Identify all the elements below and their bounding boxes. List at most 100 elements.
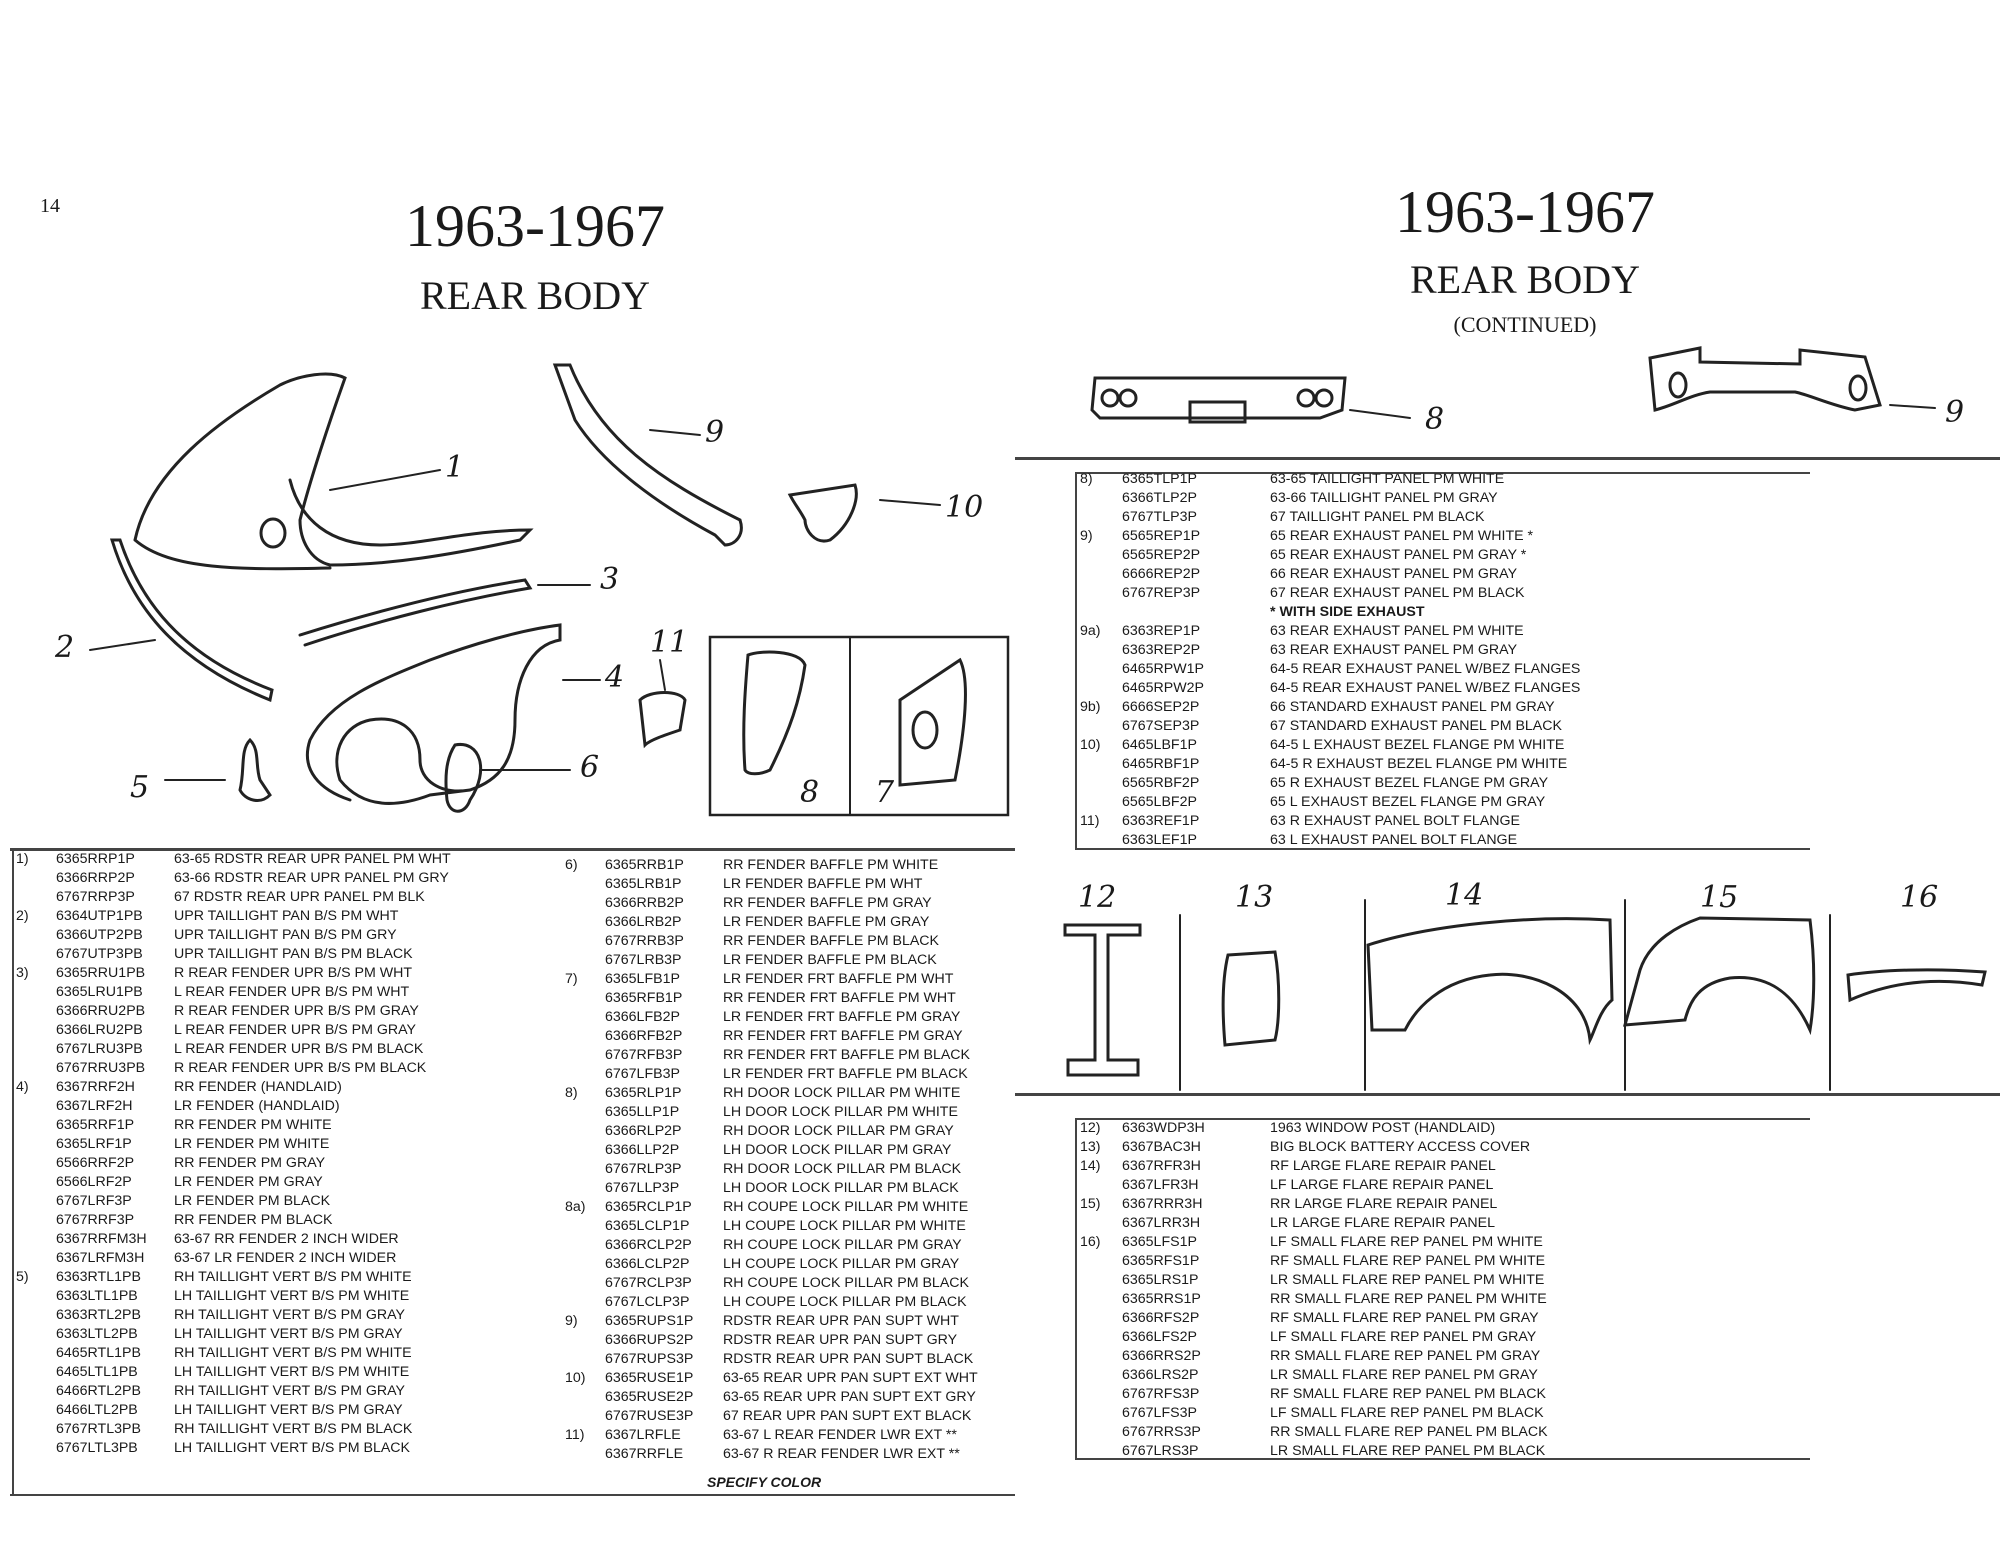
right-list2-box-bottom bbox=[1075, 1458, 1810, 1460]
part-description: LR SMALL FLARE REP PANEL PM WHITE bbox=[1270, 1272, 1545, 1288]
part-number: 6366RRU2PB bbox=[56, 1003, 146, 1019]
battery-cover-drawing bbox=[1221, 950, 1281, 1047]
part-description: L REAR FENDER UPR B/S PM GRAY bbox=[174, 1022, 417, 1038]
part-description: 67 REAR UPR PAN SUPT EXT BLACK bbox=[723, 1408, 972, 1424]
callout-1: 1 bbox=[445, 450, 465, 485]
callout-13: 13 bbox=[1235, 880, 1274, 915]
part-number: 6767RRS3P bbox=[1122, 1424, 1201, 1440]
part-number: 6367LRR3H bbox=[1122, 1215, 1201, 1231]
part-number: 6767LLP3P bbox=[605, 1180, 680, 1196]
item-number: 2) bbox=[16, 908, 29, 924]
part-number: 6767LFS3P bbox=[1122, 1405, 1197, 1421]
part-description: 63-65 RDSTR REAR UPR PANEL PM WHT bbox=[174, 851, 451, 867]
part-description: 65 R EXHAUST BEZEL FLANGE PM GRAY bbox=[1270, 775, 1549, 791]
item-number bbox=[16, 1230, 56, 1249]
leader-line-2 bbox=[89, 639, 156, 651]
item-number: 9b) bbox=[1080, 699, 1101, 715]
part-number: 6767LRB3P bbox=[605, 952, 682, 968]
plate-recess-drawing bbox=[1188, 400, 1247, 424]
part-number: 6366RFB2P bbox=[605, 1028, 683, 1044]
left-page-title: 1963-1967 bbox=[405, 193, 665, 259]
item-number: 10) bbox=[565, 1370, 586, 1386]
part-description: LH TAILLIGHT VERT B/S PM BLACK bbox=[174, 1440, 411, 1456]
part-number: 6767LRF3P bbox=[56, 1193, 132, 1209]
right-list1-top-rule bbox=[1015, 457, 2000, 460]
small-flare-drawing bbox=[1846, 968, 1987, 1003]
part-number: 6365LRU1PB bbox=[56, 984, 143, 1000]
item-number bbox=[16, 1249, 56, 1268]
item-number bbox=[1080, 1176, 1122, 1195]
part-number: 6465LTL1PB bbox=[56, 1364, 138, 1380]
part-description: RR FENDER BAFFLE PM BLACK bbox=[723, 933, 940, 949]
part-number: 6767LFB3P bbox=[605, 1066, 680, 1082]
callout-5: 5 bbox=[130, 770, 150, 805]
part-description: RR SMALL FLARE REP PANEL PM GRAY bbox=[1270, 1348, 1541, 1364]
part-number: 6365RRB1P bbox=[605, 857, 684, 873]
part-number: 6366LRU2PB bbox=[56, 1022, 143, 1038]
item-number bbox=[565, 1122, 605, 1141]
part-description: LR FENDER PM GRAY bbox=[174, 1174, 323, 1190]
part-description: RF SMALL FLARE REP PANEL PM GRAY bbox=[1270, 1310, 1539, 1326]
part-description: RR FENDER (HANDLAID) bbox=[174, 1079, 342, 1095]
part-description: 1963 WINDOW POST (HANDLAID) bbox=[1270, 1120, 1496, 1136]
part-description: R REAR FENDER UPR B/S PM GRAY bbox=[174, 1003, 419, 1019]
part-description: LR SMALL FLARE REP PANEL PM GRAY bbox=[1270, 1367, 1538, 1383]
part-description: RR FENDER BAFFLE PM GRAY bbox=[723, 895, 932, 911]
part-description: LR LARGE FLARE REPAIR PANEL bbox=[1270, 1215, 1495, 1231]
item-number bbox=[1080, 1442, 1122, 1461]
item-number bbox=[16, 1192, 56, 1211]
part-number: 6366RUPS2P bbox=[605, 1332, 694, 1348]
item-number: 7) bbox=[565, 971, 578, 987]
part-number: 6767TLP3P bbox=[1122, 509, 1197, 525]
part-number: 6365RRP1P bbox=[56, 851, 135, 867]
part-number: 6365LFS1P bbox=[1122, 1234, 1197, 1250]
item-number bbox=[16, 1154, 56, 1173]
item-number bbox=[565, 1445, 605, 1464]
left-page-subtitle: REAR BODY bbox=[419, 273, 651, 318]
part-description: L REAR FENDER UPR B/S PM WHT bbox=[174, 984, 410, 1000]
part-description: RH DOOR LOCK PILLAR PM BLACK bbox=[723, 1161, 962, 1177]
part-row: 6366LRU2PB L REAR FENDER UPR B/S PM GRAY bbox=[16, 1021, 451, 1040]
part-number: 6363REP2P bbox=[1122, 642, 1201, 658]
part-description: LR FENDER (HANDLAID) bbox=[174, 1098, 340, 1114]
part-description: 63 REAR EXHAUST PANEL PM WHITE bbox=[1270, 623, 1524, 639]
part-description: LH DOOR LOCK PILLAR PM BLACK bbox=[723, 1180, 959, 1196]
part-description: LH COUPE LOCK PILLAR PM BLACK bbox=[723, 1294, 967, 1310]
item-number bbox=[16, 1420, 56, 1439]
part-description: 66 REAR EXHAUST PANEL PM GRAY bbox=[1270, 566, 1518, 582]
part-description: RH DOOR LOCK PILLAR PM WHITE bbox=[723, 1085, 961, 1101]
part-description: RR FENDER FRT BAFFLE PM WHT bbox=[723, 990, 956, 1006]
part-number: 6365RRF1P bbox=[56, 1117, 135, 1133]
item-number bbox=[565, 1388, 605, 1407]
item-number: 8) bbox=[565, 1085, 578, 1101]
part-description: LR FENDER FRT BAFFLE PM WHT bbox=[723, 971, 954, 987]
part-row: 6365LRU1PB L REAR FENDER UPR B/S PM WHT bbox=[16, 983, 451, 1002]
part-description: LH DOOR LOCK PILLAR PM WHITE bbox=[723, 1104, 958, 1120]
part-description: BIG BLOCK BATTERY ACCESS COVER bbox=[1270, 1139, 1531, 1155]
part-description: UPR TAILLIGHT PAN B/S PM BLACK bbox=[174, 946, 413, 962]
callout-16: 16 bbox=[1900, 880, 1939, 915]
part-number: 6767RRF3P bbox=[56, 1212, 135, 1228]
coupe-lock-pillar-drawing bbox=[898, 657, 967, 787]
part-description: RR LARGE FLARE REPAIR PANEL bbox=[1270, 1196, 1498, 1212]
